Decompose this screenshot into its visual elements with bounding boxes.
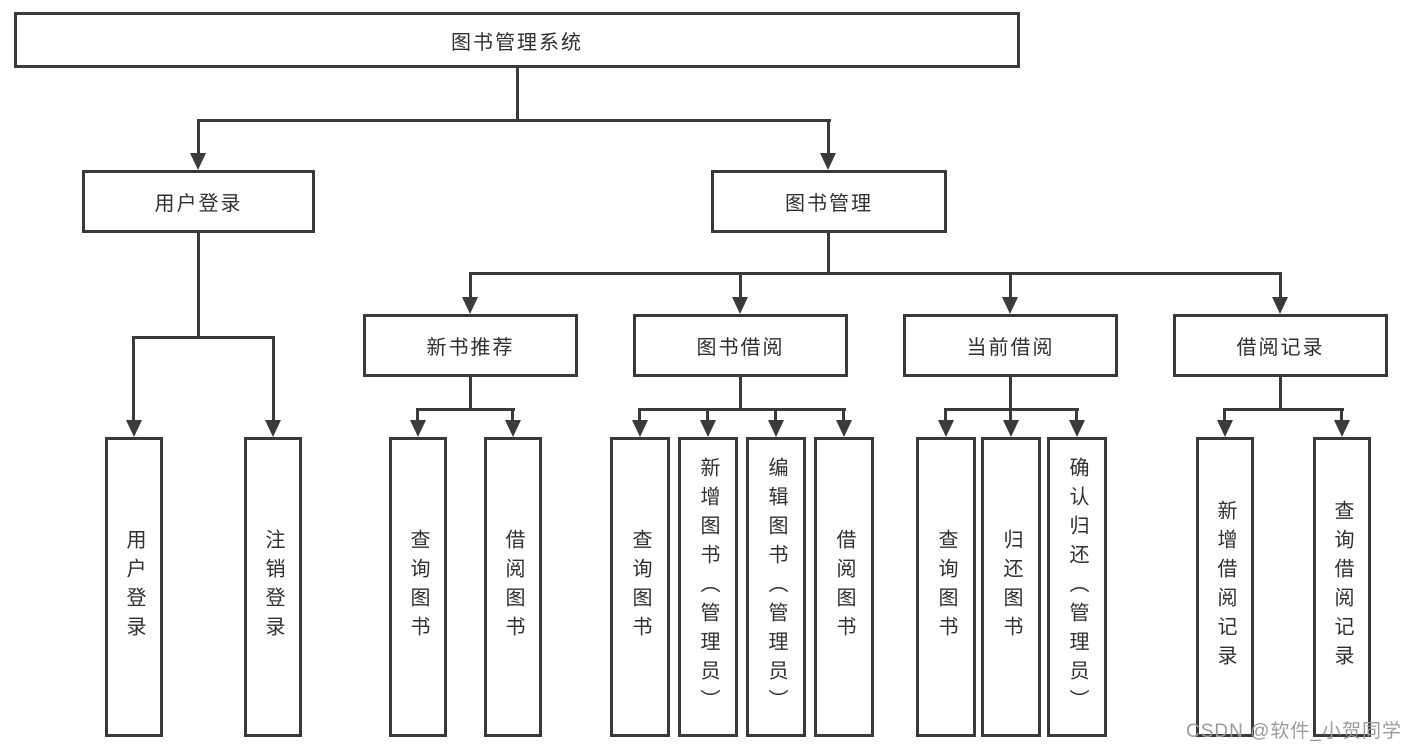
connector-drop-bb-edit: [774, 408, 777, 422]
node-user-login: 用户登录: [82, 170, 315, 233]
node-current-borrow: 当前借阅: [903, 314, 1118, 377]
leaf-br-add-record-label: 新增借阅记录: [1214, 500, 1236, 674]
arrow-to-book-borrow: [732, 297, 748, 314]
leaf-nb-borrow-book-label: 借阅图书: [502, 529, 524, 645]
connector-user-login-stem: [197, 233, 200, 336]
connector-drop-bb-query: [638, 408, 641, 422]
connector-drop-book-borrow: [739, 272, 742, 299]
leaf-logout-label: 注销登录: [262, 529, 284, 645]
leaf-bb-query-book: 查询图书: [610, 437, 670, 737]
connector-drop-leaf-user-login: [132, 336, 135, 422]
leaf-logout: 注销登录: [244, 437, 302, 737]
arrow-to-bb-query: [632, 420, 648, 437]
arrow-to-book-management: [820, 153, 836, 170]
node-user-login-label: 用户登录: [154, 193, 243, 215]
leaf-cb-return-book-label: 归还图书: [1000, 529, 1022, 645]
connector-drop-current-borrow: [1009, 272, 1012, 299]
node-new-book-recommend: 新书推荐: [363, 314, 578, 377]
arrow-to-leaf-user-login: [126, 420, 142, 437]
leaf-bb-borrow-book: 借阅图书: [814, 437, 874, 737]
connector-borrow-record-stem: [1279, 377, 1282, 408]
leaf-nb-query-book-label: 查询图书: [407, 529, 429, 645]
arrow-to-borrow-record: [1272, 297, 1288, 314]
arrow-to-bb-edit: [768, 420, 784, 437]
arrow-to-new-book: [462, 297, 478, 314]
arrow-to-br-query: [1334, 420, 1350, 437]
connector-drop-bb-borrow: [842, 408, 845, 422]
connector-drop-new-book: [469, 272, 472, 299]
leaf-bb-query-book-label: 查询图书: [629, 529, 651, 645]
leaf-bb-add-book-admin-label: 新增图书（管理员）: [697, 456, 719, 718]
leaf-cb-confirm-return-admin-label: 确认归还（管理员）: [1066, 456, 1088, 718]
connector-drop-br-query: [1340, 408, 1343, 422]
connector-drop-user-login: [197, 119, 200, 156]
connector-new-book-stem: [469, 377, 472, 408]
connector-drop-br-add: [1223, 408, 1226, 422]
connector-new-book-branch: [416, 408, 515, 411]
connector-drop-nb-query: [416, 408, 419, 422]
connector-book-management-branch: [469, 272, 1282, 275]
node-book-borrow-label: 图书借阅: [696, 337, 785, 359]
leaf-nb-query-book: 查询图书: [389, 437, 447, 737]
connector-current-borrow-stem: [1009, 377, 1012, 408]
leaf-user-login: 用户登录: [105, 437, 163, 737]
connector-drop-cb-return: [1009, 408, 1012, 422]
node-borrow-record-label: 借阅记录: [1236, 337, 1325, 359]
watermark-text: CSDN @软件_小贺同学: [1186, 721, 1402, 742]
connector-book-borrow-branch: [638, 408, 846, 411]
arrow-to-bb-add: [700, 420, 716, 437]
leaf-cb-query-book-label: 查询图书: [935, 529, 957, 645]
node-root-label: 图书管理系统: [451, 31, 583, 54]
arrow-to-br-add: [1217, 420, 1233, 437]
leaf-user-login-label: 用户登录: [123, 529, 145, 645]
leaf-bb-add-book-admin: 新增图书（管理员）: [678, 437, 738, 737]
connector-drop-cb-confirm: [1075, 408, 1078, 422]
arrow-to-cb-return: [1003, 420, 1019, 437]
node-root: 图书管理系统: [14, 12, 1020, 68]
connector-book-borrow-stem: [739, 377, 742, 408]
leaf-cb-query-book: 查询图书: [916, 437, 976, 737]
connector-root-stem: [516, 68, 519, 119]
arrow-to-leaf-logout: [265, 420, 281, 437]
leaf-br-add-record: 新增借阅记录: [1196, 437, 1254, 737]
leaf-nb-borrow-book: 借阅图书: [484, 437, 542, 737]
arrow-to-cb-query: [938, 420, 954, 437]
arrow-to-bb-borrow: [836, 420, 852, 437]
arrow-to-current-borrow: [1002, 297, 1018, 314]
connector-root-branch: [197, 119, 831, 122]
connector-drop-cb-query: [944, 408, 947, 422]
connector-drop-nb-borrow: [511, 408, 514, 422]
node-book-borrow: 图书借阅: [633, 314, 848, 377]
leaf-bb-edit-book-admin-label: 编辑图书（管理员）: [765, 456, 787, 718]
arrow-to-cb-confirm: [1069, 420, 1085, 437]
connector-book-management-stem: [827, 233, 830, 272]
arrow-to-nb-query: [410, 420, 426, 437]
connector-drop-book-management: [827, 119, 830, 156]
connector-borrow-record-branch: [1223, 408, 1344, 411]
node-new-book-recommend-label: 新书推荐: [426, 337, 515, 359]
arrow-to-nb-borrow: [505, 420, 521, 437]
node-book-management-label: 图书管理: [785, 193, 873, 215]
leaf-cb-return-book: 归还图书: [981, 437, 1041, 737]
leaf-br-query-record-label: 查询借阅记录: [1331, 500, 1353, 674]
leaf-bb-borrow-book-label: 借阅图书: [833, 529, 855, 645]
leaf-br-query-record: 查询借阅记录: [1313, 437, 1371, 737]
connector-user-login-branch: [132, 336, 275, 339]
leaf-bb-edit-book-admin: 编辑图书（管理员）: [746, 437, 806, 737]
connector-drop-bb-add: [706, 408, 709, 422]
node-book-management: 图书管理: [711, 170, 947, 233]
node-borrow-record: 借阅记录: [1173, 314, 1388, 377]
node-current-borrow-label: 当前借阅: [966, 337, 1055, 359]
leaf-cb-confirm-return-admin: 确认归还（管理员）: [1047, 437, 1107, 737]
arrow-to-user-login: [190, 153, 206, 170]
connector-drop-leaf-logout: [272, 336, 275, 422]
connector-drop-borrow-record: [1279, 272, 1282, 299]
